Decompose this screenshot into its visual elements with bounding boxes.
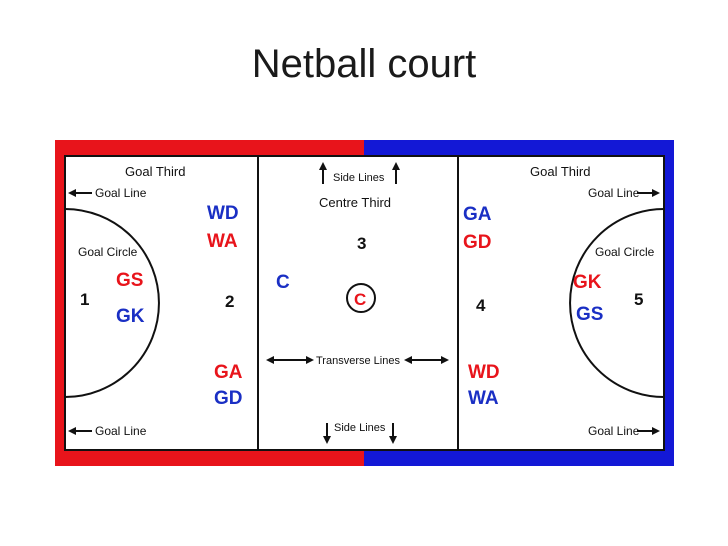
side-lines-top-label: Side Lines [333,172,385,184]
court-surface [64,155,665,451]
position-gs-zone5: GS [576,304,603,325]
centre-circle [346,283,376,313]
side-lines-bottom-label: Side Lines [334,422,386,434]
goal-line-top-right-arrow [637,189,660,197]
goal-line-bottom-left-label: Goal Line [95,424,147,438]
goal-line-top-right-label: Goal Line [588,186,640,200]
goal-circle-left [64,208,160,398]
position-c-blue-zone3: C [276,272,290,293]
position-c-red-zone3: C [354,290,366,309]
goal-third-right-label: Goal Third [530,164,590,179]
position-gd-zone2: GD [214,388,243,409]
goal-circle-left-label: Goal Circle [78,245,138,259]
goal-circle-right-label: Goal Circle [595,245,655,259]
side-lines-top-arrows [319,162,400,184]
side-lines-bottom-arrows [323,423,397,444]
goal-line-bottom-left-arrow [68,427,92,435]
zone-number-5: 5 [634,290,643,309]
position-ga-zone2: GA [214,362,243,383]
zone-number-3: 3 [357,234,366,253]
position-wa-zone2: WA [207,231,238,252]
position-wa-zone4: WA [468,388,499,409]
goal-third-left-label: Goal Third [125,164,185,179]
centre-third-label: Centre Third [319,195,391,210]
goal-line-top-left-label: Goal Line [95,186,147,200]
zone-number-1: 1 [80,290,89,309]
position-ga-zone4: GA [463,204,492,225]
goal-line-bottom-right-label: Goal Line [588,424,640,438]
position-wd-zone2: WD [207,203,239,224]
zone-number-2: 2 [225,292,234,311]
zone-number-4: 4 [476,296,486,315]
slide-title: Netball court [251,42,477,86]
transverse-lines-arrows [266,356,449,364]
goal-line-top-left-arrow [68,189,92,197]
position-gd-zone4: GD [463,232,492,253]
position-gs-zone1: GS [116,270,143,291]
position-wd-zone4: WD [468,362,500,383]
position-gk-zone5: GK [573,272,602,293]
transverse-lines-label: Transverse Lines [316,355,400,367]
goal-circle-right [569,208,665,398]
goal-line-bottom-right-arrow [637,427,660,435]
position-gk-zone1: GK [116,306,145,327]
